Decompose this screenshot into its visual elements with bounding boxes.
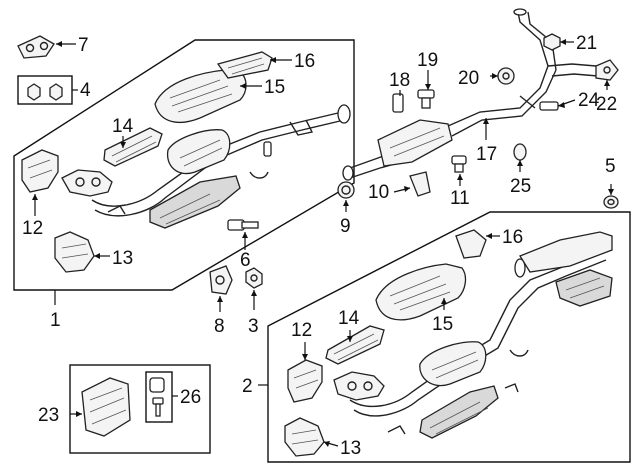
heat-shield-14-upper[interactable]	[103, 127, 163, 167]
callout-14b: 14	[338, 308, 360, 329]
heat-shield-14-lower[interactable]	[325, 325, 385, 365]
callout-18: 18	[389, 70, 410, 91]
hanger-20[interactable]	[497, 67, 515, 85]
heat-shield-rear-lower[interactable]	[555, 269, 613, 307]
hardware-26[interactable]	[149, 377, 165, 417]
gasket-22[interactable]	[595, 59, 619, 81]
callout-2: 2	[242, 376, 253, 397]
bolt-18[interactable]	[392, 93, 404, 113]
callout-labels: 1 2 3 4 5 6 7 8 9 10 11 12 12 13 13 14 1…	[22, 33, 617, 459]
clip-upper-c[interactable]	[263, 141, 272, 157]
callout-25: 25	[510, 176, 531, 197]
callout-20: 20	[458, 68, 479, 89]
callout-15b: 15	[432, 314, 453, 335]
clip-lower-b[interactable]	[387, 425, 406, 435]
callout-17: 17	[476, 144, 497, 165]
heat-shield-13-lower[interactable]	[284, 417, 325, 457]
clip-lower-c[interactable]	[504, 383, 519, 393]
hardware-box-26	[145, 371, 173, 423]
callout-22: 22	[596, 94, 617, 115]
callout-13b: 13	[340, 438, 361, 459]
callout-12a: 12	[22, 218, 43, 239]
callout-16b: 16	[502, 227, 523, 248]
nut-set-box-4	[17, 75, 73, 105]
front-pipe-lower[interactable]	[333, 231, 613, 417]
flange-10[interactable]	[409, 171, 431, 197]
clip-lower-a[interactable]	[509, 349, 529, 357]
hanger-25[interactable]	[513, 143, 527, 161]
callout-7: 7	[78, 35, 89, 56]
callout-24: 24	[578, 90, 600, 111]
callout-13a: 13	[112, 248, 133, 269]
bolt-24[interactable]	[539, 101, 559, 111]
nut-3[interactable]	[245, 267, 263, 289]
callout-1: 1	[50, 310, 61, 331]
callout-3: 3	[248, 316, 259, 337]
callout-23: 23	[38, 405, 59, 426]
callout-21: 21	[576, 33, 597, 54]
callout-16a: 16	[294, 51, 315, 72]
assembly-frame-1	[13, 39, 355, 291]
callout-4: 4	[80, 80, 91, 101]
heat-shield-upper[interactable]	[216, 51, 273, 79]
clip-upper-b[interactable]	[107, 205, 126, 215]
callout-15a: 15	[264, 77, 285, 98]
heat-shield-16-lower[interactable]	[455, 229, 487, 259]
converter-center-lower[interactable]	[419, 341, 499, 439]
assembly-frame-2	[267, 211, 631, 463]
callout-5: 5	[605, 156, 616, 177]
converter-center-upper[interactable]	[149, 129, 241, 229]
callout-10: 10	[368, 182, 389, 203]
gasket-8[interactable]	[209, 265, 233, 295]
gasket-7[interactable]	[17, 35, 55, 59]
bracket-12-upper[interactable]	[21, 149, 59, 193]
callout-14a: 14	[112, 116, 134, 137]
heat-shield-13-upper[interactable]	[54, 231, 95, 273]
bolt-19[interactable]	[417, 89, 435, 109]
callout-12b: 12	[291, 320, 312, 341]
leader-arrowheads	[32, 39, 614, 447]
hanger-5[interactable]	[603, 195, 619, 209]
catalytic-converter-upper[interactable]	[154, 69, 247, 124]
nut-4[interactable]	[27, 83, 63, 101]
front-pipe-upper[interactable]	[61, 104, 351, 217]
gasket-9[interactable]	[337, 181, 355, 199]
callout-6: 6	[240, 250, 251, 271]
callout-8: 8	[214, 316, 225, 337]
catalytic-converter-lower[interactable]	[375, 263, 467, 321]
bolt-6[interactable]	[227, 219, 259, 231]
muffler-box	[69, 364, 211, 454]
callout-9: 9	[340, 216, 351, 237]
callout-11: 11	[450, 188, 470, 209]
callout-26: 26	[180, 387, 201, 408]
callout-19: 19	[417, 50, 438, 71]
bolt-11[interactable]	[451, 155, 467, 173]
muffler-23[interactable]	[81, 377, 131, 437]
clip-upper-a[interactable]	[249, 171, 269, 179]
rear-pipe-17[interactable]	[342, 8, 599, 181]
nut-21[interactable]	[543, 33, 561, 51]
bracket-12-lower[interactable]	[287, 359, 323, 403]
